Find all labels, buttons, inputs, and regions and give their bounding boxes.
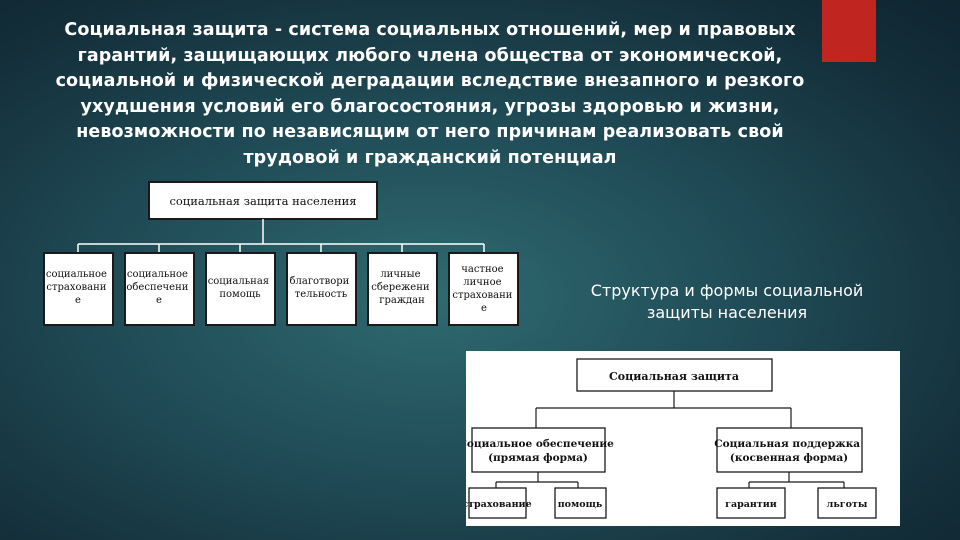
heading-line: трудовой и гражданский потенциал	[243, 147, 617, 168]
child-label: социальная помощь	[208, 276, 273, 300]
d2-indirect-form-box	[716, 427, 863, 473]
heading-line: социальной и физической деградации вслед…	[55, 71, 805, 91]
child-label: частное личное страховани е	[452, 264, 515, 314]
d2-leaf-label: помощь	[558, 499, 603, 510]
child-label: личные сбережени граждан	[371, 269, 433, 306]
child-box-social-insurance	[43, 252, 114, 326]
structure-diagram-panel: Социальная защита Социальное обеспечение…	[459, 351, 900, 526]
structure-diagram: Социальная защита Социальное обеспечение…	[459, 358, 877, 519]
d2-leaf-label: гарантии	[725, 499, 777, 510]
d2-leaf-label: льготы	[827, 499, 868, 510]
caption-line: Структура и формы социальной	[590, 281, 864, 300]
d2-indirect-form-label: Социальная поддержка (косвенная форма)	[714, 438, 864, 464]
d2-leaf-box-insurance	[468, 487, 527, 519]
protection-forms-diagram: социальная защита населения социальное с…	[43, 181, 519, 326]
d2-leaf-box-benefits	[817, 487, 877, 519]
root-box	[148, 181, 378, 220]
heading-line: невозможности по независящим от него при…	[76, 122, 784, 142]
d2-leaf-label: страхование	[466, 499, 532, 510]
child-label: социальное страховани е	[46, 269, 110, 306]
child-label: благотвори тельность	[289, 276, 352, 300]
heading-line: гарантий, защищающих любого члена общест…	[77, 45, 783, 66]
diagram-caption: Структура и формы социальной защиты насе…	[562, 280, 892, 324]
caption-line: защиты населения	[646, 303, 808, 322]
child-box-charity	[286, 252, 357, 326]
slide-heading: Социальная защита - система социальных о…	[30, 18, 830, 171]
child-box-private-insurance	[448, 252, 519, 326]
child-label: социальное обеспечени е	[126, 269, 191, 306]
heading-line: Социальная защита - система социальных о…	[64, 20, 796, 40]
d2-direct-form-box	[471, 427, 606, 473]
accent-bar	[822, 0, 876, 62]
d2-leaf-box-assistance	[554, 487, 607, 519]
child-box-personal-savings	[367, 252, 438, 326]
root-label: социальная защита населения	[169, 194, 356, 208]
child-box-social-assistance	[205, 252, 276, 326]
d2-leaf-box-guarantees	[716, 487, 786, 519]
heading-line: ухудшения условий его благосостояния, уг…	[80, 96, 780, 117]
d2-root-box	[576, 358, 773, 392]
d2-direct-form-label: Социальное обеспечение (прямая форма)	[466, 438, 617, 464]
child-box-social-provision	[124, 252, 195, 326]
d2-root-label: Социальная защита	[609, 370, 739, 383]
